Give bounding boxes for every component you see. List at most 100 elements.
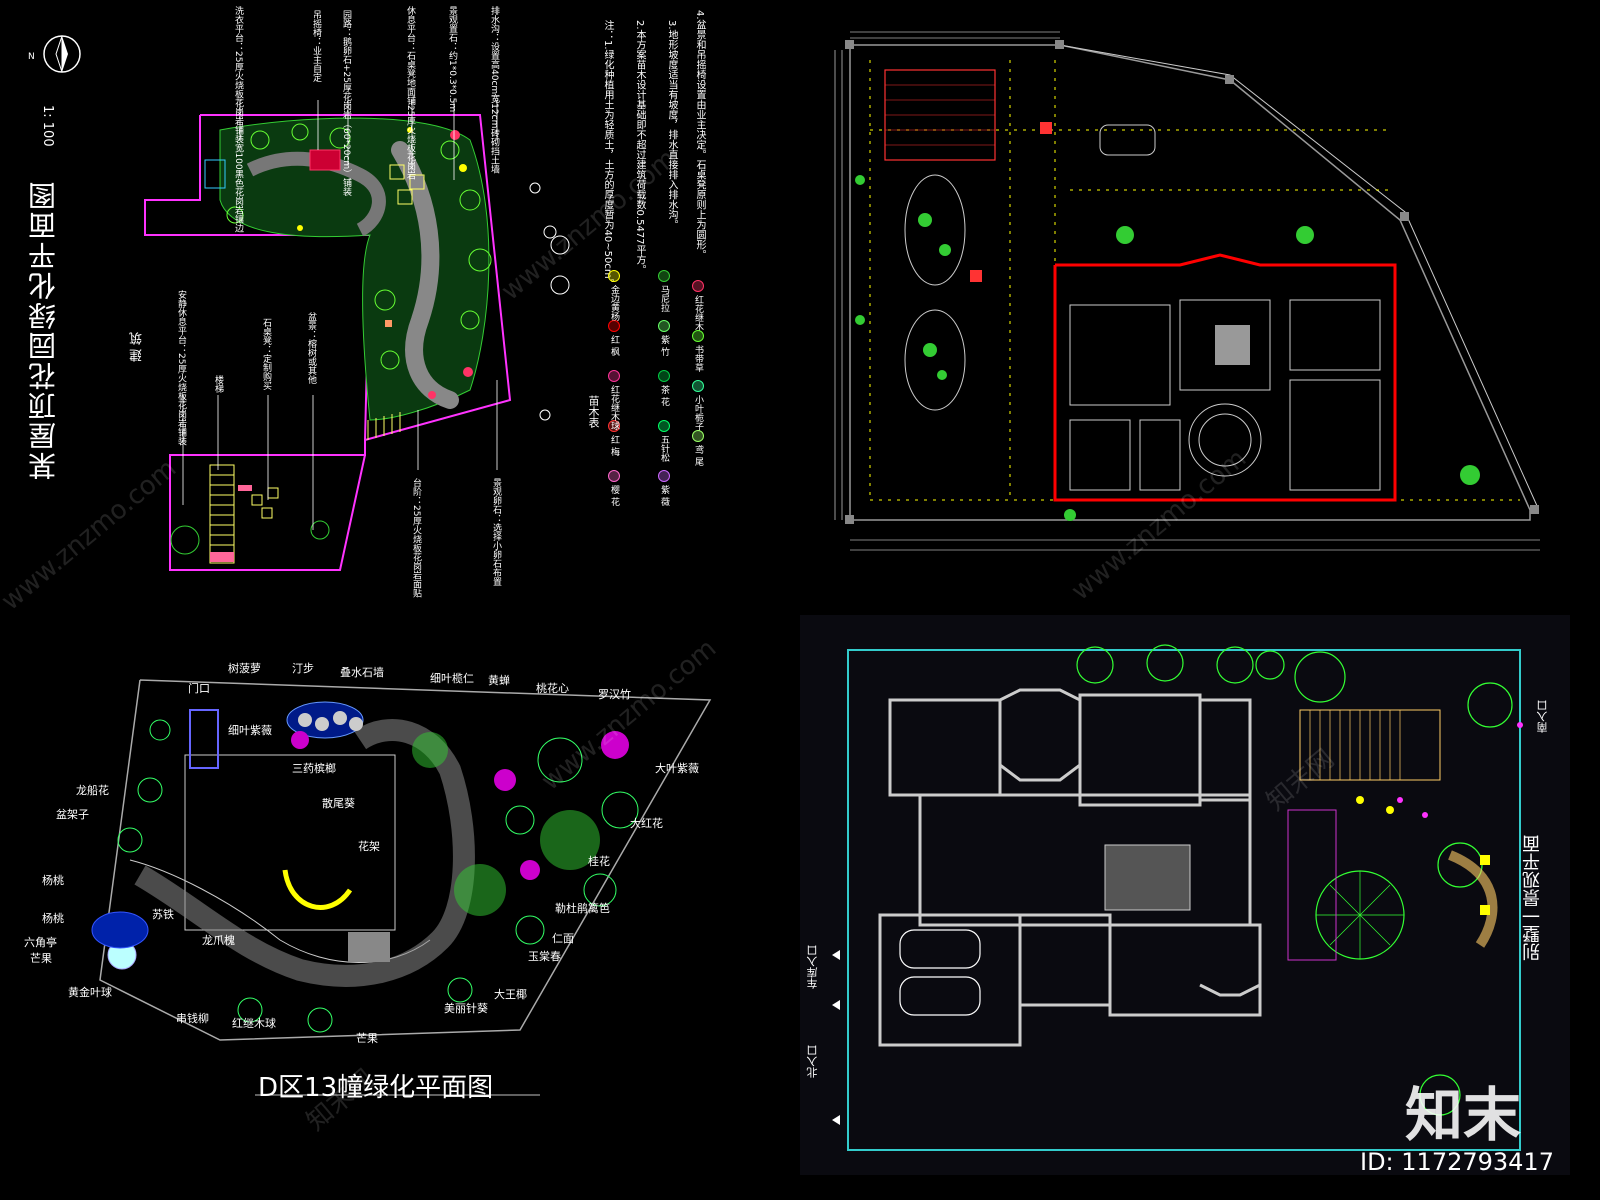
legend-label: 红 枫 [609,335,619,356]
legend-swatch-icon [692,430,704,442]
callout-swing: 吊摇椅：业主自定 [311,10,321,82]
legend-label: 鸢 尾 [693,445,703,466]
legend-swatch-icon [658,270,670,282]
landscape-title: 别墅一景观平面 [1522,835,1543,961]
legend-label: 五针松 [659,435,669,462]
note-3: 3.地形坡度适当有坡度，排水直接排入排水沟。 [666,20,677,230]
villa-plan-drawing [834,31,1540,551]
legend-title: 苗木表 [587,395,600,428]
plant-label: 玉棠春 [528,950,561,963]
north-label: N [28,52,35,62]
legend-item: 金边黄杨 [608,270,621,321]
rooftop-scale: 1: 100 [40,105,55,147]
plant-label: 细叶紫薇 [228,724,272,737]
callout-quiet-platform: 安静休息平台：25厚火烧板花岗岩铺装 [176,290,186,446]
plant-label: 六角亭 [24,936,57,949]
plant-label: 细叶榄仁 [430,672,474,685]
plant-label: 杨桃 [42,912,64,925]
panel-rooftop-garden: 某屋顶花园绿化平面图 1: 100 N 建 筑 [0,0,760,600]
legend-label: 红花继木球 [609,385,619,430]
entrance-north: 北入口 [806,1045,819,1078]
plant-label: 树菠萝 [228,662,261,675]
legend-item: 红 梅 [608,420,621,456]
plant-label: 黄金叶球 [68,986,112,999]
plant-label: 叠水石墙 [340,666,384,679]
callout-rest-platform: 休息平台：石桌凳地面铺25厚火烧板花岗岩 [405,6,415,180]
legend-label: 小叶栀子 [693,395,703,431]
plant-label: 花架 [358,840,380,853]
callout-steps: 台阶：25厚火烧板花岗岩面贴 [411,478,421,598]
legend-swatch-icon [658,470,670,482]
panel-d13-plan: 门口 树菠萝 汀步 叠水石墙 细叶榄仁 黄蝉桃花心 罗汉竹细叶紫薇三药槟榔 大叶紫薇散尾葵大红… [0,610,760,1200]
panel-villa-plan [830,20,1570,570]
callout-path: 园路：鹅卵石+25厚花岗岩（60*20cm）铺装 [341,10,351,197]
callout-stone-table: 石桌凳：定制购买 [261,318,271,390]
legend-swatch-icon [658,370,670,382]
plant-label: 散尾葵 [322,797,355,810]
legend-swatch-icon [608,470,620,482]
callout-stair: 楼梯 [213,375,223,393]
entrance-south: 南入口 [1536,700,1549,733]
legend-item: 樱 花 [608,470,621,506]
legend-swatch-icon [692,280,704,292]
plant-label: 红继木球 [232,1017,276,1030]
note-4: 4.盆景和吊摇椅设置由业主决定。石桌凳原则上为圆形。 [694,10,705,260]
plant-label: 仁面 [552,932,574,945]
legend-label: 红花继木 [693,295,703,331]
entrance-garage: 车库入口 [806,945,819,989]
rooftop-plan-drawing [144,100,570,571]
callout-rock: 景观置石：约1*0.3*0.5m [447,6,457,113]
legend-item: 马尼拉 [658,270,671,312]
legend-label: 金边黄杨 [609,285,619,321]
legend-item: 红 枫 [608,320,621,356]
panel-villa-landscape: 别墅一景观平面 南入口 车库入口 北入口 [800,615,1570,1175]
image-id: ID: 1172793417 [1360,1148,1554,1176]
villa-landscape-drawing [800,615,1570,1175]
plant-label: 黄蝉 [488,674,510,687]
legend-item: 茶 花 [658,370,671,406]
legend-item: 紫 薇 [658,470,671,506]
plant-label: 大红花 [630,817,663,830]
plant-label: 盆架子 [56,808,89,821]
plant-label: 龙爪槐 [202,934,235,947]
callout-laundry: 洗衣平台：25厚火烧板花岗岩铺装宽100黑色花岗岩镶边 [233,6,243,233]
plant-label: 大叶紫薇 [655,762,699,775]
plant-label: 串钱柳 [176,1012,209,1025]
plant-label: 杨桃 [42,874,64,887]
legend-item: 鸢 尾 [692,430,705,466]
callout-drain: 排水沟：设置高40cm宽12cm砖砌挡土墙 [489,6,499,174]
d13-plan-drawing [91,679,712,1096]
legend-item: 五针松 [658,420,671,462]
legend-label: 茶 花 [659,385,669,406]
plant-label: 门口 [188,682,210,695]
plant-label: 苏铁 [152,908,174,921]
legend-label: 马尼拉 [659,285,669,312]
legend-item: 红花继木 [692,280,705,331]
legend-item: 小叶栀子 [692,380,705,431]
callout-pebbles: 景观卵石：选择小卵石布置 [491,478,501,586]
legend-item: 红花继木球 [608,370,621,430]
plant-label: 罗汉竹 [598,688,631,701]
legend-swatch-icon [658,420,670,432]
legend-label: 樱 花 [609,485,619,506]
legend-label: 红 梅 [609,435,619,456]
legend-swatch-icon [608,420,620,432]
note-1: 注：1.绿化种植用土为轻质土，土方的厚度暂为40~50cm。 [602,20,613,289]
legend-label: 紫 竹 [659,335,669,356]
plant-label: 三药槟榔 [292,762,336,775]
brand-logo: 知末 [1405,1081,1522,1149]
plant-label: 桂花 [588,855,610,868]
d13-title: D区13幢绿化平面图 [258,1073,494,1103]
plant-label: 桃花心 [536,682,569,695]
legend-item: 紫 竹 [658,320,671,356]
legend-label: 书带草 [693,345,703,372]
plant-label: 勒杜鹃篱笆 [555,902,610,915]
note-2: 2.本方案苗木设计基础即不超过建筑荷载数0.5477平方。 [634,20,645,275]
plant-label: 汀步 [292,662,314,675]
legend-item: 书带草 [692,330,705,372]
plant-label: 美丽针葵 [444,1002,488,1015]
plant-label: 龙船花 [76,784,109,797]
legend-swatch-icon [608,270,620,282]
callout-bonsai: 盆景：榕树或其他 [306,312,316,384]
legend-swatch-icon [608,320,620,332]
